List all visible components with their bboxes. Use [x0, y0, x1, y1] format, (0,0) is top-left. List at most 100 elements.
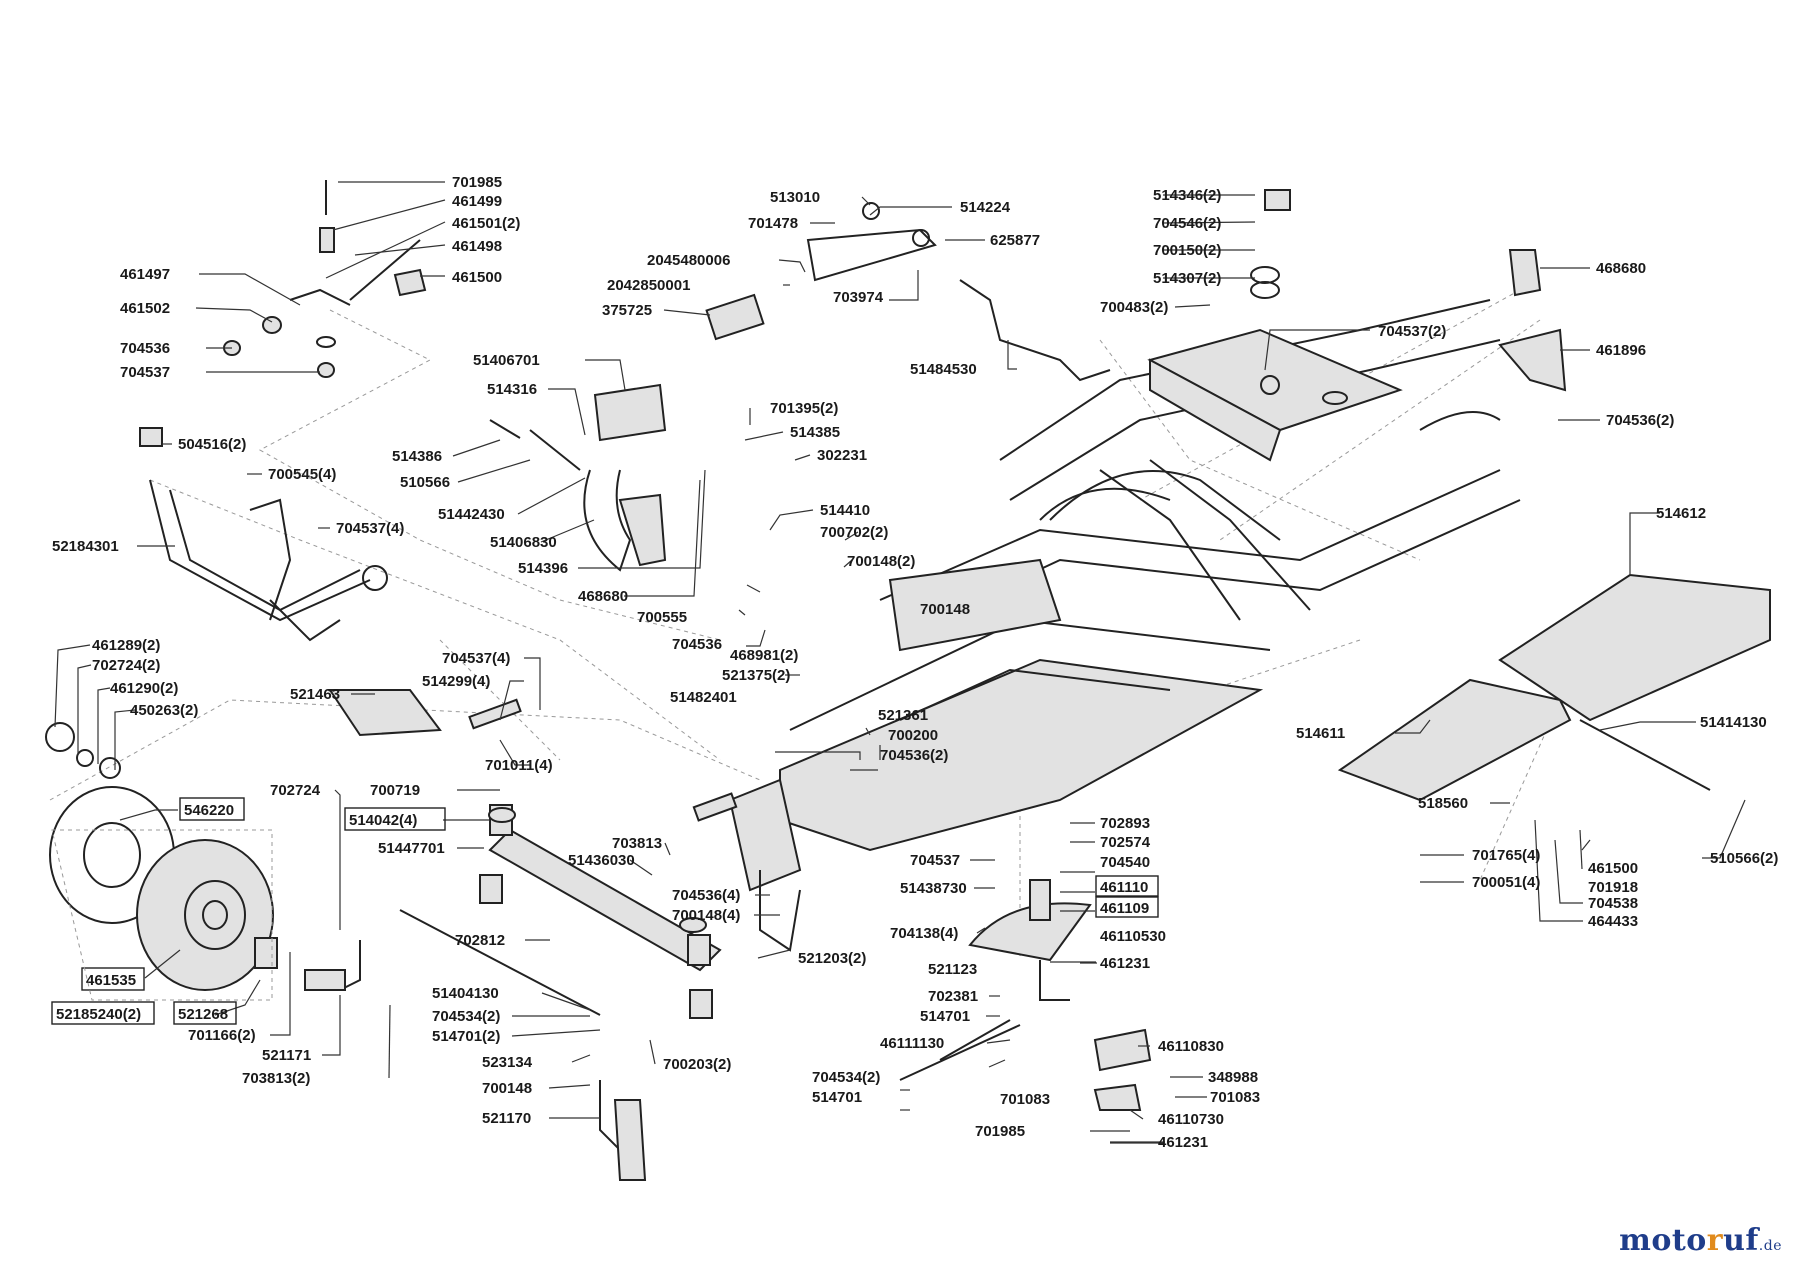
part-label: 468981(2) — [730, 647, 798, 664]
part-label: 703813(2) — [242, 1070, 310, 1087]
part-label: 704546(2) — [1153, 215, 1221, 232]
part-label: 461500 — [1588, 860, 1638, 877]
part-label: 514385 — [790, 424, 840, 441]
part-label: 701011(4) — [485, 757, 553, 774]
part-label: 700148 — [920, 601, 970, 618]
part-label: 510566 — [400, 474, 450, 491]
part-label: 704537(4) — [442, 650, 510, 667]
part-label: 704536(2) — [880, 747, 948, 764]
part-label: 514042(4) — [349, 812, 417, 829]
part-label: 704536 — [120, 340, 170, 357]
logo-text-2: r — [1706, 1223, 1724, 1258]
part-label: 701395(2) — [770, 400, 838, 417]
part-label: 51436030 — [568, 852, 635, 869]
part-label: 514316 — [487, 381, 537, 398]
part-label: 702724(2) — [92, 657, 160, 674]
part-label: 468680 — [1596, 260, 1646, 277]
part-label: 514307(2) — [1153, 270, 1221, 287]
front-bumper — [139, 427, 388, 642]
part-label: 701985 — [452, 174, 502, 191]
part-label: 514701 — [812, 1089, 862, 1106]
part-label: 51406830 — [490, 534, 557, 551]
part-label: 514701(2) — [432, 1028, 500, 1045]
part-label: 513010 — [770, 189, 820, 206]
rear-brackets — [1250, 189, 1567, 392]
part-label: 348988 — [1208, 1069, 1258, 1086]
part-label: 461110 — [1100, 879, 1148, 896]
part-label: 700200 — [888, 727, 938, 744]
part-label: 468680 — [578, 588, 628, 605]
part-label: 700483(2) — [1100, 299, 1168, 316]
part-label: 461290(2) — [110, 680, 178, 697]
part-label: 461499 — [452, 193, 502, 210]
part-label: 521463 — [290, 686, 340, 703]
part-label-box — [179, 797, 245, 821]
floor-plates — [1337, 573, 1771, 802]
part-label: 704534(2) — [812, 1069, 880, 1086]
part-label: 461109 — [1100, 900, 1149, 917]
part-label: 464433 — [1588, 913, 1638, 930]
steering-assembly — [489, 202, 1111, 572]
part-label: 2045480006 — [647, 252, 730, 269]
part-label: 514386 — [392, 448, 442, 465]
part-label: 461501(2) — [452, 215, 520, 232]
part-label: 461896 — [1596, 342, 1646, 359]
part-label: 702724 — [270, 782, 321, 799]
part-label: 514346(2) — [1153, 187, 1221, 204]
part-label: 700545(4) — [268, 466, 336, 483]
part-label: 461535 — [86, 972, 136, 989]
part-label: 51442430 — [438, 506, 505, 523]
part-label: 704537 — [910, 852, 960, 869]
logo: motoruf.de — [1619, 1223, 1782, 1258]
part-label: 450263(2) — [130, 702, 198, 719]
part-label: 702893 — [1100, 815, 1150, 832]
part-label: 51438730 — [900, 880, 967, 897]
part-label-box — [81, 967, 145, 991]
part-label: 46111130 — [880, 1035, 944, 1052]
part-label: 700150(2) — [1153, 242, 1221, 259]
part-label: 704538 — [1588, 895, 1638, 912]
part-label: 704537(2) — [1378, 323, 1446, 340]
front-wheels — [45, 722, 278, 991]
part-label: 702574 — [1100, 834, 1151, 851]
part-label: 461500 — [452, 269, 502, 286]
part-label: 52184301 — [52, 538, 119, 555]
part-label: 546220 — [184, 802, 234, 819]
part-label-box — [1095, 896, 1159, 918]
part-label: 700555 — [637, 609, 687, 626]
logo-text-4: .de — [1758, 1238, 1782, 1254]
part-label: 461498 — [452, 238, 502, 255]
part-label: 51406701 — [473, 352, 540, 369]
part-label-box — [173, 1001, 237, 1025]
part-label: 704537(4) — [336, 520, 404, 537]
part-label: 518560 — [1418, 795, 1468, 812]
part-label: 302231 — [817, 447, 867, 464]
part-label: 523134 — [482, 1054, 533, 1071]
part-label: 703813 — [612, 835, 662, 852]
part-label: 46110730 — [1158, 1111, 1224, 1128]
part-label: 521203(2) — [798, 950, 866, 967]
part-label: 51447701 — [378, 840, 445, 857]
part-label: 702812 — [455, 932, 505, 949]
part-label: 521171 — [262, 1047, 311, 1064]
part-label: 521170 — [482, 1110, 531, 1127]
part-label: 700148 — [482, 1080, 532, 1097]
part-label: 375725 — [602, 302, 652, 319]
part-label: 701918 — [1588, 879, 1638, 896]
part-label: 521123 — [928, 961, 977, 978]
part-label: 704536(2) — [1606, 412, 1674, 429]
part-label: 2042850001 — [607, 277, 690, 294]
part-label: 702381 — [928, 988, 978, 1005]
part-label: 700148(4) — [672, 907, 740, 924]
part-label: 46110830 — [1158, 1038, 1224, 1055]
part-label: 700719 — [370, 782, 420, 799]
part-label: 703974 — [833, 289, 884, 306]
part-label: 51482401 — [670, 689, 737, 706]
part-label: 51404130 — [432, 985, 499, 1002]
front-axle — [479, 804, 722, 1019]
part-label: 521361 — [878, 707, 928, 724]
part-label: 514410 — [820, 502, 870, 519]
part-label: 704138(4) — [890, 925, 958, 942]
part-label-box — [1095, 875, 1159, 897]
